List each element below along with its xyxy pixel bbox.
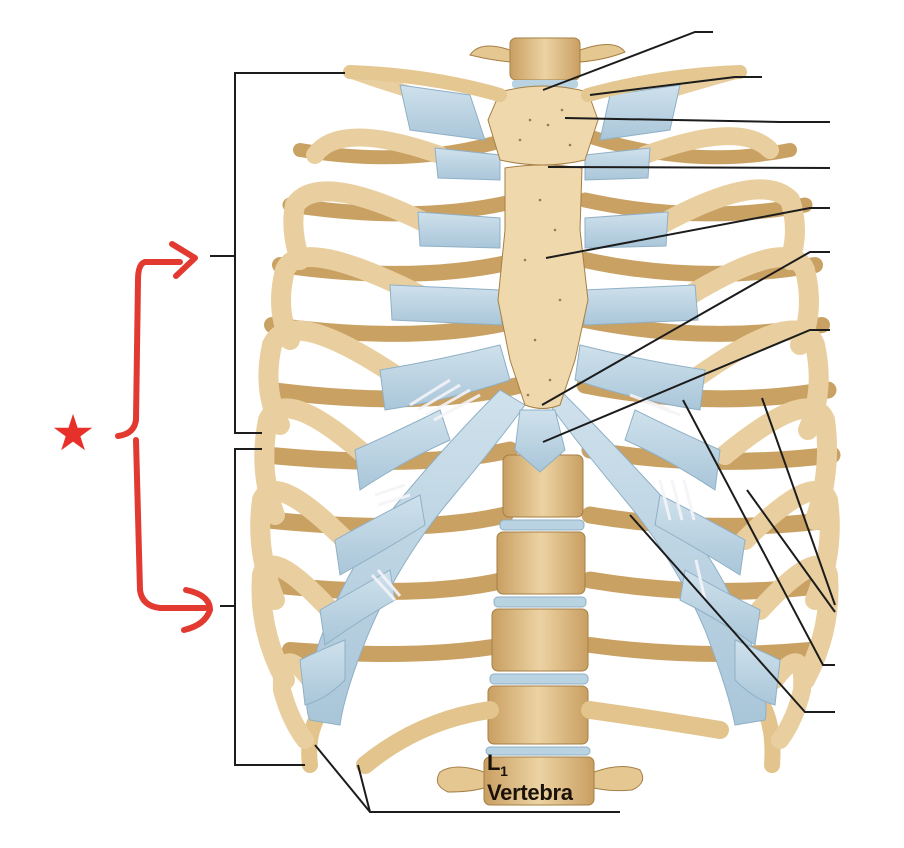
leader-line-7 — [542, 329, 830, 443]
brace-lower-arm — [133, 437, 208, 611]
vertebra-word: Vertebra — [487, 780, 573, 805]
costal-cartilages — [299, 84, 781, 726]
leader-line-9 — [746, 489, 836, 613]
ligament-fibers — [370, 378, 707, 602]
arrow-upper-head — [169, 241, 198, 279]
arrow-lower-head — [181, 587, 213, 633]
l1-subscript: 1 — [500, 763, 508, 779]
l1-letter: L — [487, 750, 501, 775]
leader-line-10 — [682, 399, 835, 666]
brace-upper-arm — [115, 259, 183, 439]
sternum — [343, 65, 747, 409]
leader-line-11 — [629, 514, 835, 713]
vertebral-column — [436, 37, 644, 806]
leader-line-2 — [589, 76, 762, 96]
leader-line-6 — [541, 251, 830, 406]
anterior-ribs-right — [636, 66, 840, 749]
l1-vertebra-label: L1 Vertebra — [487, 752, 573, 804]
left-brackets — [210, 72, 345, 766]
leader-line-12b — [357, 764, 371, 813]
leader-line-3 — [564, 117, 830, 123]
anterior-ribs-left — [250, 66, 449, 749]
true-ribs-bracket — [234, 72, 345, 434]
star-icon: ★ — [50, 405, 96, 461]
leader-line-4 — [547, 166, 831, 169]
red-brace-annotation — [115, 241, 213, 633]
leader-line-8 — [761, 397, 836, 606]
leader-lines — [314, 31, 836, 813]
leader-line-5 — [545, 207, 830, 259]
leader-line-1 — [542, 31, 713, 91]
